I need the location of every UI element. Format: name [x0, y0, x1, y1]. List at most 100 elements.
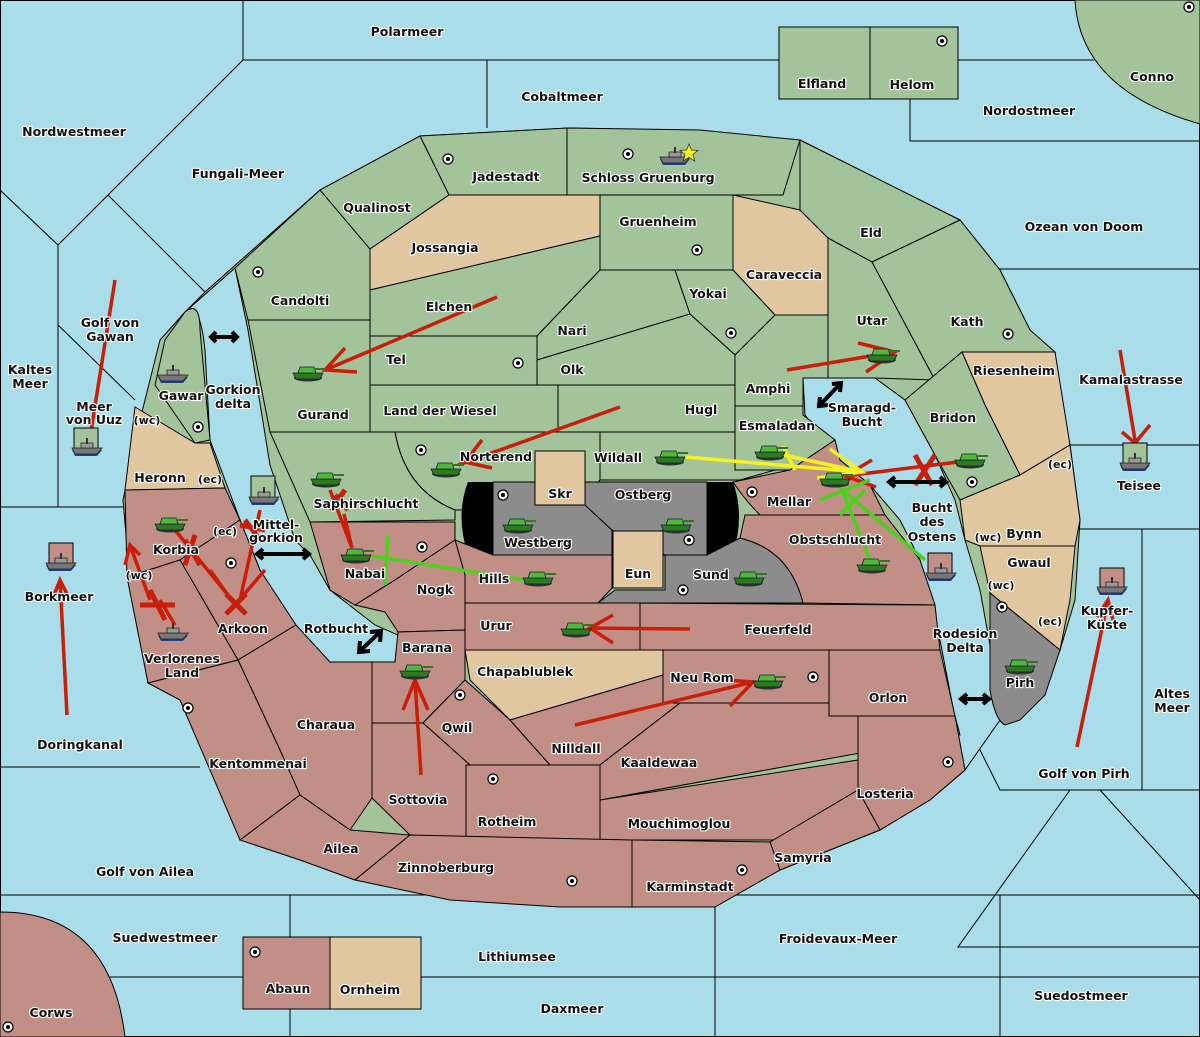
supply-center-icon	[746, 486, 758, 498]
label-nordostmeer: Nordostmeer	[983, 103, 1076, 118]
label-suedwestmeer: Suedwestmeer	[113, 930, 219, 945]
label-rotbucht: Rotbucht	[304, 621, 368, 636]
label-westberg: Westberg	[504, 535, 572, 550]
territory-candolti[interactable]	[234, 189, 371, 321]
order-arrow	[50, 575, 72, 716]
label-tel: Tel	[386, 352, 406, 367]
territory-corws[interactable]	[0, 911, 126, 1037]
label-kentommenai: Kentommenai	[209, 756, 307, 771]
label-gwaul: Gwaul	[1007, 555, 1050, 570]
territory-karminstadt[interactable]	[631, 839, 781, 908]
label-lithiumsee: Lithiumsee	[478, 949, 556, 964]
supply-center-icon	[192, 421, 204, 433]
label-hugl: Hugl	[685, 402, 718, 417]
label-suedostmeer: Suedostmeer	[1034, 988, 1128, 1003]
supply-center-icon	[683, 534, 695, 546]
label-qualinost: Qualinost	[343, 200, 410, 215]
supply-center-icon	[2, 1021, 14, 1033]
label-skr: Skr	[548, 486, 572, 501]
impassable-east-cap	[707, 482, 739, 555]
label-korbia: Korbia	[153, 542, 199, 557]
supply-center-icon	[454, 689, 466, 701]
label-ornheim: Ornheim	[340, 982, 400, 997]
supply-center-icon	[622, 148, 634, 160]
supply-center-icon	[936, 35, 948, 47]
impassable-west-cap	[461, 482, 493, 555]
supply-center-icon	[487, 773, 499, 785]
label-sottovia: Sottovia	[389, 792, 448, 807]
label-mellar: Mellar	[767, 494, 812, 509]
support-line	[769, 445, 863, 474]
label-borkmeer: Borkmeer	[25, 589, 95, 604]
label-rodesion-delta: Rodesion	[933, 626, 998, 641]
label-doringkanal: Doringkanal	[37, 737, 123, 752]
coast-tag: (wc)	[134, 414, 161, 427]
order-arrow	[1075, 595, 1115, 748]
double-arrow-icon	[885, 475, 950, 489]
star-icon	[678, 142, 700, 162]
label-norterend: Norterend	[460, 449, 532, 464]
label-smaragd-bucht-2: Bucht	[842, 414, 883, 429]
double-arrow-icon	[253, 547, 313, 561]
label-kupfer-kueste: Kupfer-	[1081, 603, 1134, 618]
supply-center-icon	[249, 946, 261, 958]
supply-center-icon	[1002, 328, 1014, 340]
territory-eun[interactable]	[612, 530, 664, 589]
label-rotheim: Rotheim	[478, 814, 537, 829]
label-ostberg: Ostberg	[615, 487, 672, 502]
territory-heronn[interactable]	[124, 406, 226, 491]
coast-tag: (wc)	[975, 531, 1002, 544]
territory-saphirschlucht[interactable]	[269, 431, 456, 523]
label-arkoon: Arkoon	[218, 621, 268, 636]
double-arrow-icon	[356, 628, 384, 655]
label-gurand: Gurand	[297, 407, 349, 422]
label-kath: Kath	[951, 314, 984, 329]
coast-tag: (wc)	[988, 579, 1015, 592]
label-jadestadt: Jadestadt	[471, 169, 539, 184]
label-elfland: Elfland	[798, 76, 846, 91]
territory-conno[interactable]	[1074, 0, 1200, 125]
supply-center-icon	[996, 601, 1008, 613]
label-helom: Helom	[890, 77, 935, 92]
label-kaaldewaa: Kaaldewaa	[621, 755, 698, 770]
label-heronn: Heronn	[134, 470, 186, 485]
territory-elfland[interactable]	[778, 26, 871, 100]
label-nabai: Nabai	[345, 566, 386, 581]
label-mouchimoglou: Mouchimoglou	[628, 816, 731, 831]
label-cobaltmeer: Cobaltmeer	[521, 89, 603, 104]
label-bucht-des-ostens-3: Ostens	[908, 529, 957, 544]
supply-center-icon	[736, 864, 748, 876]
label-abaun: Abaun	[266, 981, 311, 996]
label-rodesion-delta-2: Delta	[946, 640, 984, 655]
label-jossangia: Jossangia	[410, 240, 478, 255]
support-line	[371, 534, 526, 586]
territory-gruenheim[interactable]	[599, 194, 734, 271]
label-wildall: Wildall	[594, 450, 642, 465]
label-fungali-meer: Fungali-Meer	[192, 166, 285, 181]
label-golf-von-gawan: Golf von	[81, 315, 140, 330]
land-labels: Elfland Helom Conno Jadestadt Schloss Gr…	[28, 68, 1175, 1021]
label-meer-von-uuz-2: von Uuz	[66, 412, 122, 427]
supply-center-icon	[677, 584, 689, 596]
label-neu-rom: Neu Rom	[670, 670, 733, 685]
territory-bynn[interactable]	[959, 444, 1081, 547]
supply-center-icon	[725, 327, 737, 339]
label-altes-meer-2: Meer	[1154, 700, 1190, 715]
label-caraveccia: Caraveccia	[746, 267, 822, 282]
label-barana: Barana	[402, 640, 452, 655]
territory-orlon[interactable]	[828, 649, 956, 717]
territory-gwaul[interactable]	[979, 545, 1076, 651]
label-karminstadt: Karminstadt	[646, 879, 733, 894]
label-nilldall: Nilldall	[551, 741, 600, 756]
territory-pirh[interactable]	[989, 591, 1061, 726]
label-orlon: Orlon	[869, 690, 908, 705]
label-mittelgorkion: Mittel-	[253, 517, 300, 532]
label-esmaladan: Esmaladan	[739, 418, 815, 433]
label-gruenheim: Gruenheim	[619, 214, 696, 229]
territory-skr[interactable]	[534, 450, 586, 506]
label-kamalastrasse: Kamalastrasse	[1079, 372, 1183, 387]
territory-ornheim[interactable]	[329, 936, 422, 1010]
supply-center-icon	[942, 756, 954, 768]
